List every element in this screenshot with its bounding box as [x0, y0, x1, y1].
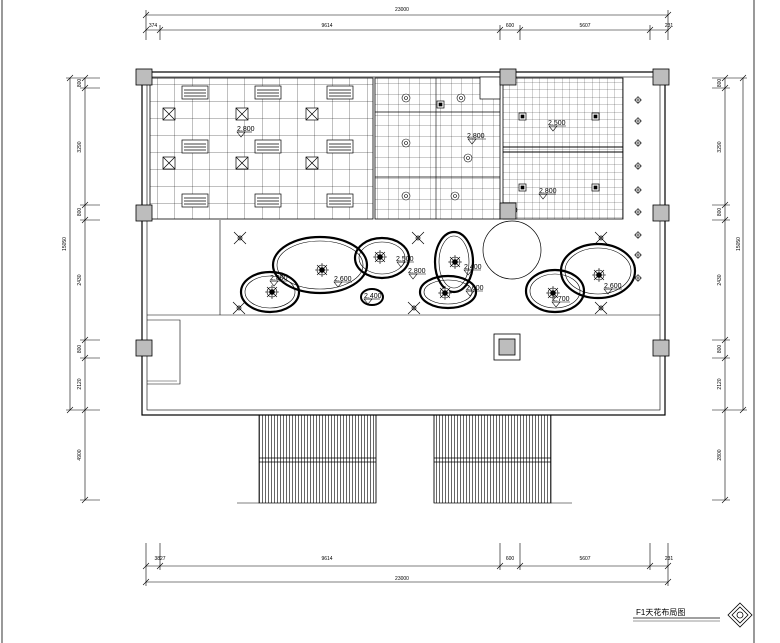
- elevation-marks: [236, 125, 622, 308]
- right-dim-seg6: 2120: [717, 378, 723, 389]
- bottom-dim-seg3: 600: [506, 556, 515, 562]
- left-dim-seg5: 800: [77, 345, 83, 354]
- top-dim-seg1: 374: [149, 23, 158, 29]
- elevation-label: 2.800: [408, 268, 426, 275]
- oval-ceilings: [239, 230, 637, 314]
- ceiling-fans: [232, 231, 608, 315]
- elevation-label: 2.400: [464, 264, 482, 271]
- left-dim-seg1: 800: [77, 79, 83, 88]
- elevation-label: 2.700: [552, 296, 570, 303]
- right-dim-seg7: 2800: [717, 449, 723, 460]
- elevation-label: 2.400: [364, 293, 382, 300]
- bottom-dim-seg4: 5607: [579, 556, 590, 562]
- pendant-lights: [265, 250, 606, 300]
- bottom-dimension-chain: [142, 543, 672, 586]
- left-dimension-chain: [66, 74, 100, 504]
- top-dim-seg3: 600: [506, 23, 515, 29]
- drawing-title: F1天花布局图: [636, 607, 685, 617]
- left-dim-seg6: 2120: [77, 378, 83, 389]
- elevation-label: 2.600: [604, 283, 622, 290]
- elevation-label: 2.500: [548, 120, 566, 127]
- right-dim-seg5: 800: [717, 345, 723, 354]
- bottom-dim-seg1: 3827: [154, 556, 165, 562]
- building-outline: [141, 71, 666, 416]
- top-dim-seg2: 9614: [321, 23, 332, 29]
- structural-columns: [135, 68, 670, 361]
- left-dim-seg7: 4900: [77, 449, 83, 460]
- wall-wash-lights: [634, 96, 642, 282]
- left-dim-total: 15050: [62, 237, 68, 251]
- right-dim-seg1: 800: [717, 79, 723, 88]
- right-dim-total: 15050: [736, 237, 742, 251]
- compass-icon: [727, 602, 753, 628]
- right-dimension-chain: [712, 74, 747, 504]
- right-dim-seg2: 3290: [717, 141, 723, 152]
- small-square-lights: [436, 100, 600, 192]
- elevation-label: 2.600: [466, 285, 484, 292]
- elevation-label: 2.800: [539, 188, 557, 195]
- left-dim-seg4: 2430: [77, 274, 83, 285]
- staircase-left: [258, 414, 377, 504]
- staircase-right: [433, 414, 552, 504]
- left-dim-seg3: 800: [77, 208, 83, 217]
- round-ceiling-feature: [482, 220, 542, 280]
- top-dim-seg5: 231: [665, 23, 674, 29]
- frame-lines: [1, 0, 755, 643]
- top-dim-total: 23000: [395, 7, 409, 13]
- linear-light-fixtures: [181, 85, 354, 208]
- right-dim-seg3: 800: [717, 208, 723, 217]
- elevation-label: 2.800: [467, 133, 485, 140]
- top-dimension-chain: [142, 10, 672, 40]
- title-block: F1天花布局图: [633, 607, 720, 622]
- elevation-label: 2.800: [237, 126, 255, 133]
- elevation-label: 2.600: [334, 276, 352, 283]
- grid-ceiling-zone-right: [479, 76, 624, 220]
- stair-landing-lines: [237, 415, 572, 504]
- right-dim-seg4: 2430: [717, 274, 723, 285]
- square-diffusers: [162, 107, 319, 170]
- top-dim-seg4: 5607: [579, 23, 590, 29]
- elevation-label: 2.800: [270, 275, 288, 282]
- bottom-dim-total: 23000: [395, 576, 409, 582]
- left-dim-seg2: 3290: [77, 141, 83, 152]
- elevation-label: 2.500: [396, 256, 414, 263]
- bottom-dim-seg2: 9614: [321, 556, 332, 562]
- bottom-dim-seg5: 231: [665, 556, 674, 562]
